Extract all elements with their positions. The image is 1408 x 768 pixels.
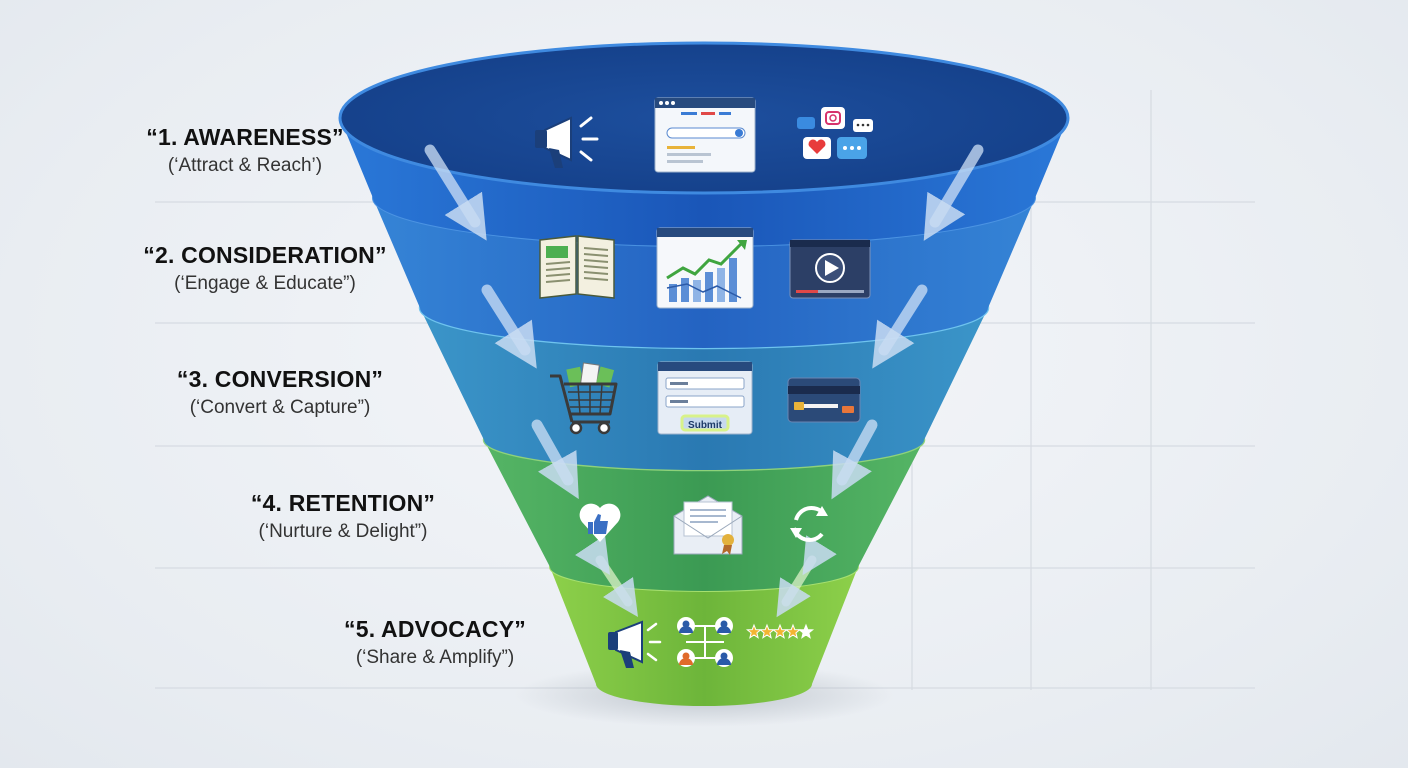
search-browser-icon (654, 97, 756, 173)
rating-star (771, 623, 789, 639)
referral-network-icon (677, 617, 733, 667)
email-certificate-icon (673, 495, 743, 555)
rating-star (797, 623, 815, 639)
ebook-icon (539, 235, 615, 299)
shopping-cart-icon (550, 362, 618, 435)
rating-star (758, 623, 776, 639)
heart-like-icon (579, 503, 621, 542)
stage-3-subtitle: (‘Convert & Capture”) (189, 397, 371, 418)
stage-3-title: “3. CONVERSION” (176, 366, 384, 392)
credit-card-icon (787, 377, 861, 423)
stage-1-label: “1. AWARENESS” (‘Attract & Reach’) (130, 124, 360, 177)
growth-chart-icon (656, 227, 754, 309)
megaphone-small-icon (608, 620, 662, 668)
form-submit-button: Submit (688, 420, 723, 431)
stage-5-title: “5. ADVOCACY” (344, 616, 526, 642)
stage-5-subtitle: (‘Share & Amplify”) (355, 647, 515, 668)
social-chat-icon (797, 107, 873, 159)
stage-4-label: “4. RETENTION” (‘Nurture & Delight”) (228, 490, 458, 543)
stage-2-label: “2. CONSIDERATION” (‘Engage & Educate”) (130, 242, 400, 295)
stage-2-title: “2. CONSIDERATION” (143, 242, 387, 268)
megaphone-icon (535, 116, 599, 168)
stage-1-title: “1. AWARENESS” (146, 124, 344, 150)
stage-2-subtitle: (‘Engage & Educate”) (174, 273, 356, 294)
stage-5-label: “5. ADVOCACY” (‘Share & Amplify”) (330, 616, 540, 669)
stage-1-subtitle: (‘Attract & Reach’) (167, 155, 323, 176)
rating-star (745, 623, 763, 639)
stage-4-title: “4. RETENTION” (250, 490, 436, 516)
flow-arrows (424, 144, 984, 500)
five-star-rating-icon (745, 623, 815, 639)
web-form-icon (657, 361, 753, 435)
refresh-cycle-icon (790, 506, 828, 542)
stage-3-label: “3. CONVERSION” (‘Convert & Capture”) (170, 366, 390, 419)
video-player-icon (789, 239, 871, 299)
feedback-arrows (575, 535, 837, 618)
stage-4-subtitle: (‘Nurture & Delight”) (258, 521, 428, 542)
rating-star (784, 623, 802, 639)
